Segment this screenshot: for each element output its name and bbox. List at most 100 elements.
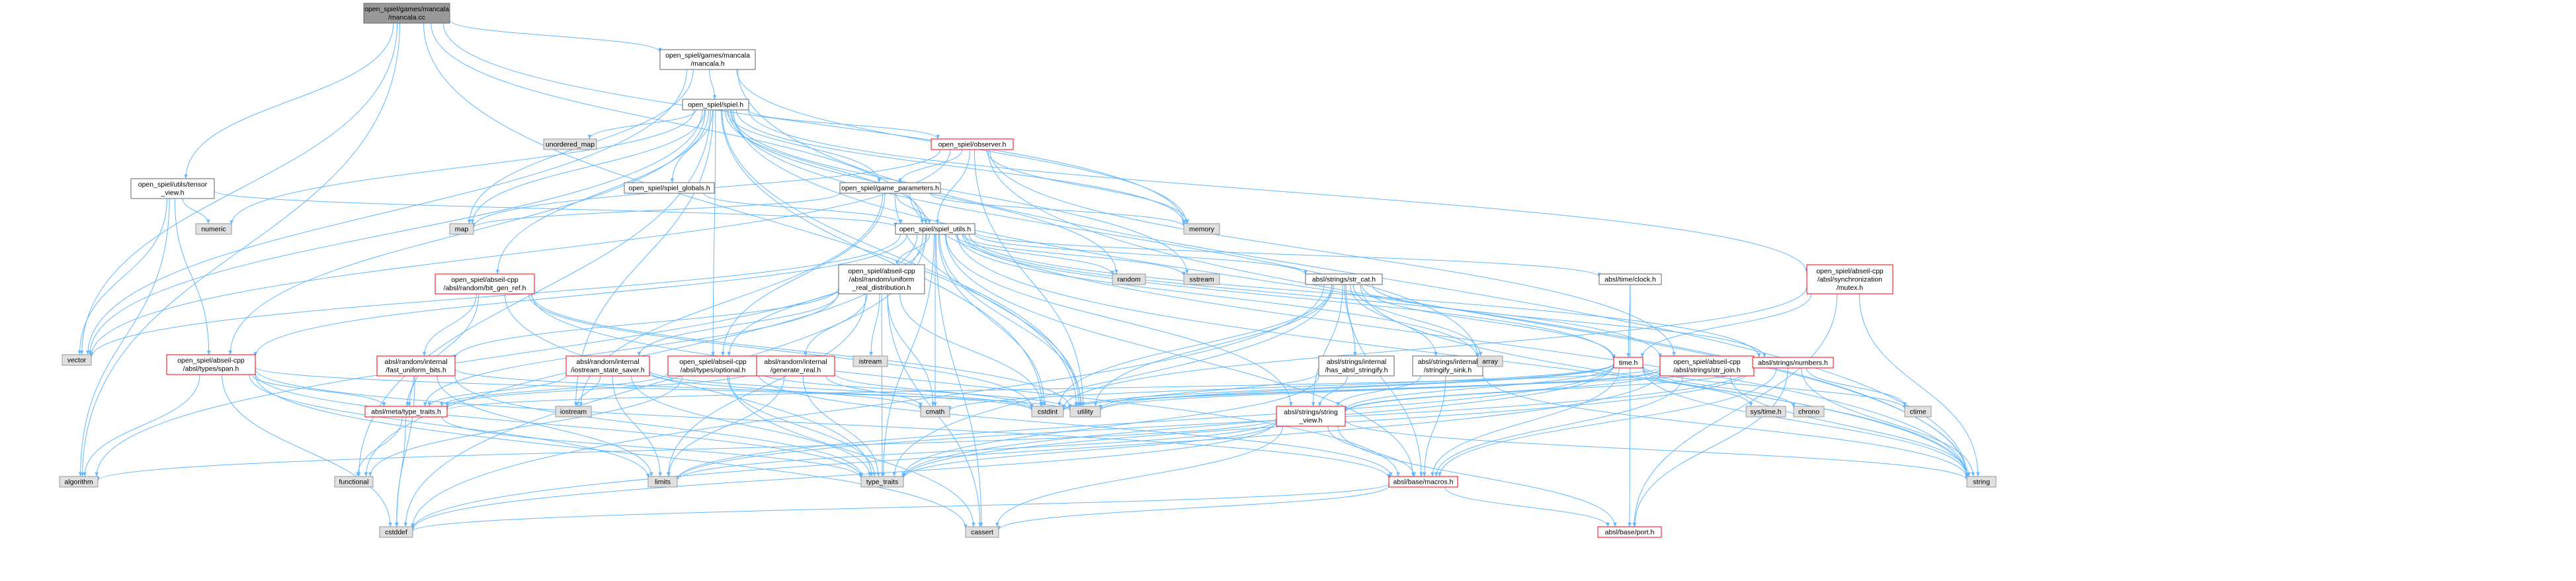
file-node-optional-h[interactable]: open_spiel/abseil-cpp/absl/types/optiona… [667, 355, 759, 377]
dependency-edge [703, 193, 903, 224]
file-node-mutex-h[interactable]: open_spiel/abseil-cpp/absl/synchronizati… [1806, 264, 1893, 294]
dependency-edge [869, 293, 880, 357]
node-label: map [455, 225, 469, 233]
dependency-edge [411, 483, 1390, 532]
file-node-string-view[interactable]: absl/strings/string_view.h [1276, 406, 1346, 427]
node-box [682, 99, 749, 111]
dependency-edge [974, 234, 1308, 275]
file-node-port-h[interactable]: absl/base/port.h [1597, 526, 1662, 538]
node-label: /has_absl_stringify.h [1325, 367, 1388, 375]
node-box [920, 406, 950, 418]
dependency-edge [675, 420, 1277, 480]
dependency-edge [1632, 293, 1838, 527]
dependency-edge [222, 374, 392, 527]
dependency-edge [1438, 367, 1777, 477]
file-node-fast-uniform[interactable]: absl/random/internal/fast_uniform_bits.h [376, 355, 456, 377]
file-node-game-params[interactable]: open_spiel/game_parameters.h [839, 182, 941, 194]
node-box [1752, 357, 1834, 369]
file-node-chrono: chrono [1793, 406, 1825, 418]
dependency-edge [1345, 419, 1969, 480]
dependency-edge [470, 109, 706, 224]
file-node-generate-real[interactable]: absl/random/internal/generate_real.h [756, 355, 835, 377]
file-node-clock-h[interactable]: absl/time/clock.h [1599, 273, 1662, 285]
node-box [1966, 476, 1997, 488]
dependency-edge [89, 149, 951, 357]
file-node-istream: istream [852, 355, 888, 367]
dependency-edge [423, 291, 839, 407]
node-box [1793, 406, 1825, 418]
dependency-edge [249, 374, 650, 478]
file-node-numeric: numeric [195, 223, 232, 235]
node-label: open_spiel/abseil-cpp [679, 358, 747, 366]
dependency-edge [440, 372, 669, 407]
dependency-edge [667, 375, 785, 477]
node-box [62, 354, 92, 366]
node-label: absl/base/port.h [1605, 528, 1655, 536]
node-label: absl/meta/type_traits.h [371, 408, 441, 416]
node-label: _real_distribution.h [852, 284, 911, 292]
dependency-edge [411, 420, 1277, 530]
dependency-edge [721, 193, 886, 357]
node-box [659, 49, 756, 70]
dependency-edge [898, 149, 963, 183]
file-node-time-h[interactable]: time.h [1613, 357, 1643, 369]
file-node-tensor-view[interactable]: open_spiel/utils/tensor_view.h [130, 178, 215, 199]
file-node-numbers-h[interactable]: absl/strings/numbers.h [1752, 357, 1834, 369]
dependency-edge [255, 372, 863, 478]
file-node-root[interactable]: open_spiel/games/mancala/mancala.cc [363, 3, 450, 24]
dependency-edge [955, 234, 1114, 275]
dependency-edge [251, 374, 386, 407]
dependency-edge [214, 190, 897, 228]
node-label: array [1482, 357, 1499, 365]
node-label: ctime [1909, 408, 1926, 416]
node-label: sys/time.h [1750, 408, 1781, 416]
file-node-observer[interactable]: open_spiel/observer.h [931, 138, 1014, 150]
dependency-edge [1434, 375, 1683, 477]
file-node-iostream-state[interactable]: absl/random/internal/iostream_state_save… [565, 355, 650, 377]
file-node-type-traits: type_traits [860, 476, 904, 488]
dependency-edge [909, 193, 1969, 478]
dependency-edge [901, 365, 1614, 478]
node-box [1613, 357, 1643, 369]
dependency-edge [962, 234, 1186, 277]
file-node-bit-gen-ref[interactable]: open_spiel/abseil-cpp/absl/random/bit_ge… [435, 273, 535, 294]
node-label: open_spiel/utils/tensor [138, 181, 208, 189]
node-label: cmath [926, 408, 945, 416]
file-node-has-absl-stringify[interactable]: absl/strings/internal/has_absl_stringify… [1318, 355, 1395, 377]
file-node-mancala-h[interactable]: open_spiel/games/mancala/mancala.h [659, 49, 756, 70]
file-node-spiel-globals[interactable]: open_spiel/spiel_globals.h [624, 182, 715, 194]
file-node-span-h[interactable]: open_spiel/abseil-cpp/absl/types/span.h [166, 354, 256, 375]
node-box [435, 273, 535, 294]
node-label: cstdint [1038, 408, 1058, 416]
file-node-sys-time: sys/time.h [1745, 406, 1786, 418]
file-node-spiel-utils[interactable]: open_spiel/spiel_utils.h [895, 223, 976, 235]
file-nodes: open_spiel/games/mancala/mancala.cc open_… [59, 3, 1997, 538]
dependency-edge [887, 293, 935, 407]
dependency-edge [957, 234, 1479, 359]
dependency-edge [1343, 365, 1614, 411]
dependency-edge [1632, 367, 1788, 527]
dependency-edge [757, 373, 1393, 477]
node-label: /iostream_state_saver.h [571, 367, 645, 375]
node-label: /absl/types/optional.h [681, 367, 746, 375]
node-box [334, 476, 374, 488]
node-box [852, 355, 888, 367]
dependency-edge [729, 109, 1189, 275]
file-node-unordered-map: unordered_map [543, 138, 597, 150]
file-node-str-join[interactable]: open_spiel/abseil-cpp/absl/strings/str_j… [1659, 355, 1755, 377]
dependency-edge [411, 284, 1325, 528]
file-node-type-traits-meta[interactable]: absl/meta/type_traits.h [364, 406, 448, 418]
file-node-spiel-h[interactable]: open_spiel/spiel.h [682, 99, 749, 111]
dependency-edge [901, 421, 1277, 479]
file-node-utility: utility [1069, 406, 1101, 418]
node-box [379, 526, 413, 538]
file-node-stringify-sink[interactable]: absl/strings/internal/stringify_sink.h [1412, 355, 1483, 377]
file-node-macros[interactable]: absl/base/macros.h [1388, 476, 1458, 488]
dependency-edge [1640, 293, 1812, 358]
dependency-edge [899, 293, 1043, 407]
file-node-uniform-real[interactable]: open_spiel/abseil-cpp/absl/random/unifor… [838, 264, 925, 294]
dependency-edge [253, 234, 907, 357]
node-label: /generate_real.h [770, 367, 821, 375]
dependency-edge [229, 109, 695, 225]
file-node-str-cat[interactable]: absl/strings/str_cat.h [1305, 273, 1383, 285]
